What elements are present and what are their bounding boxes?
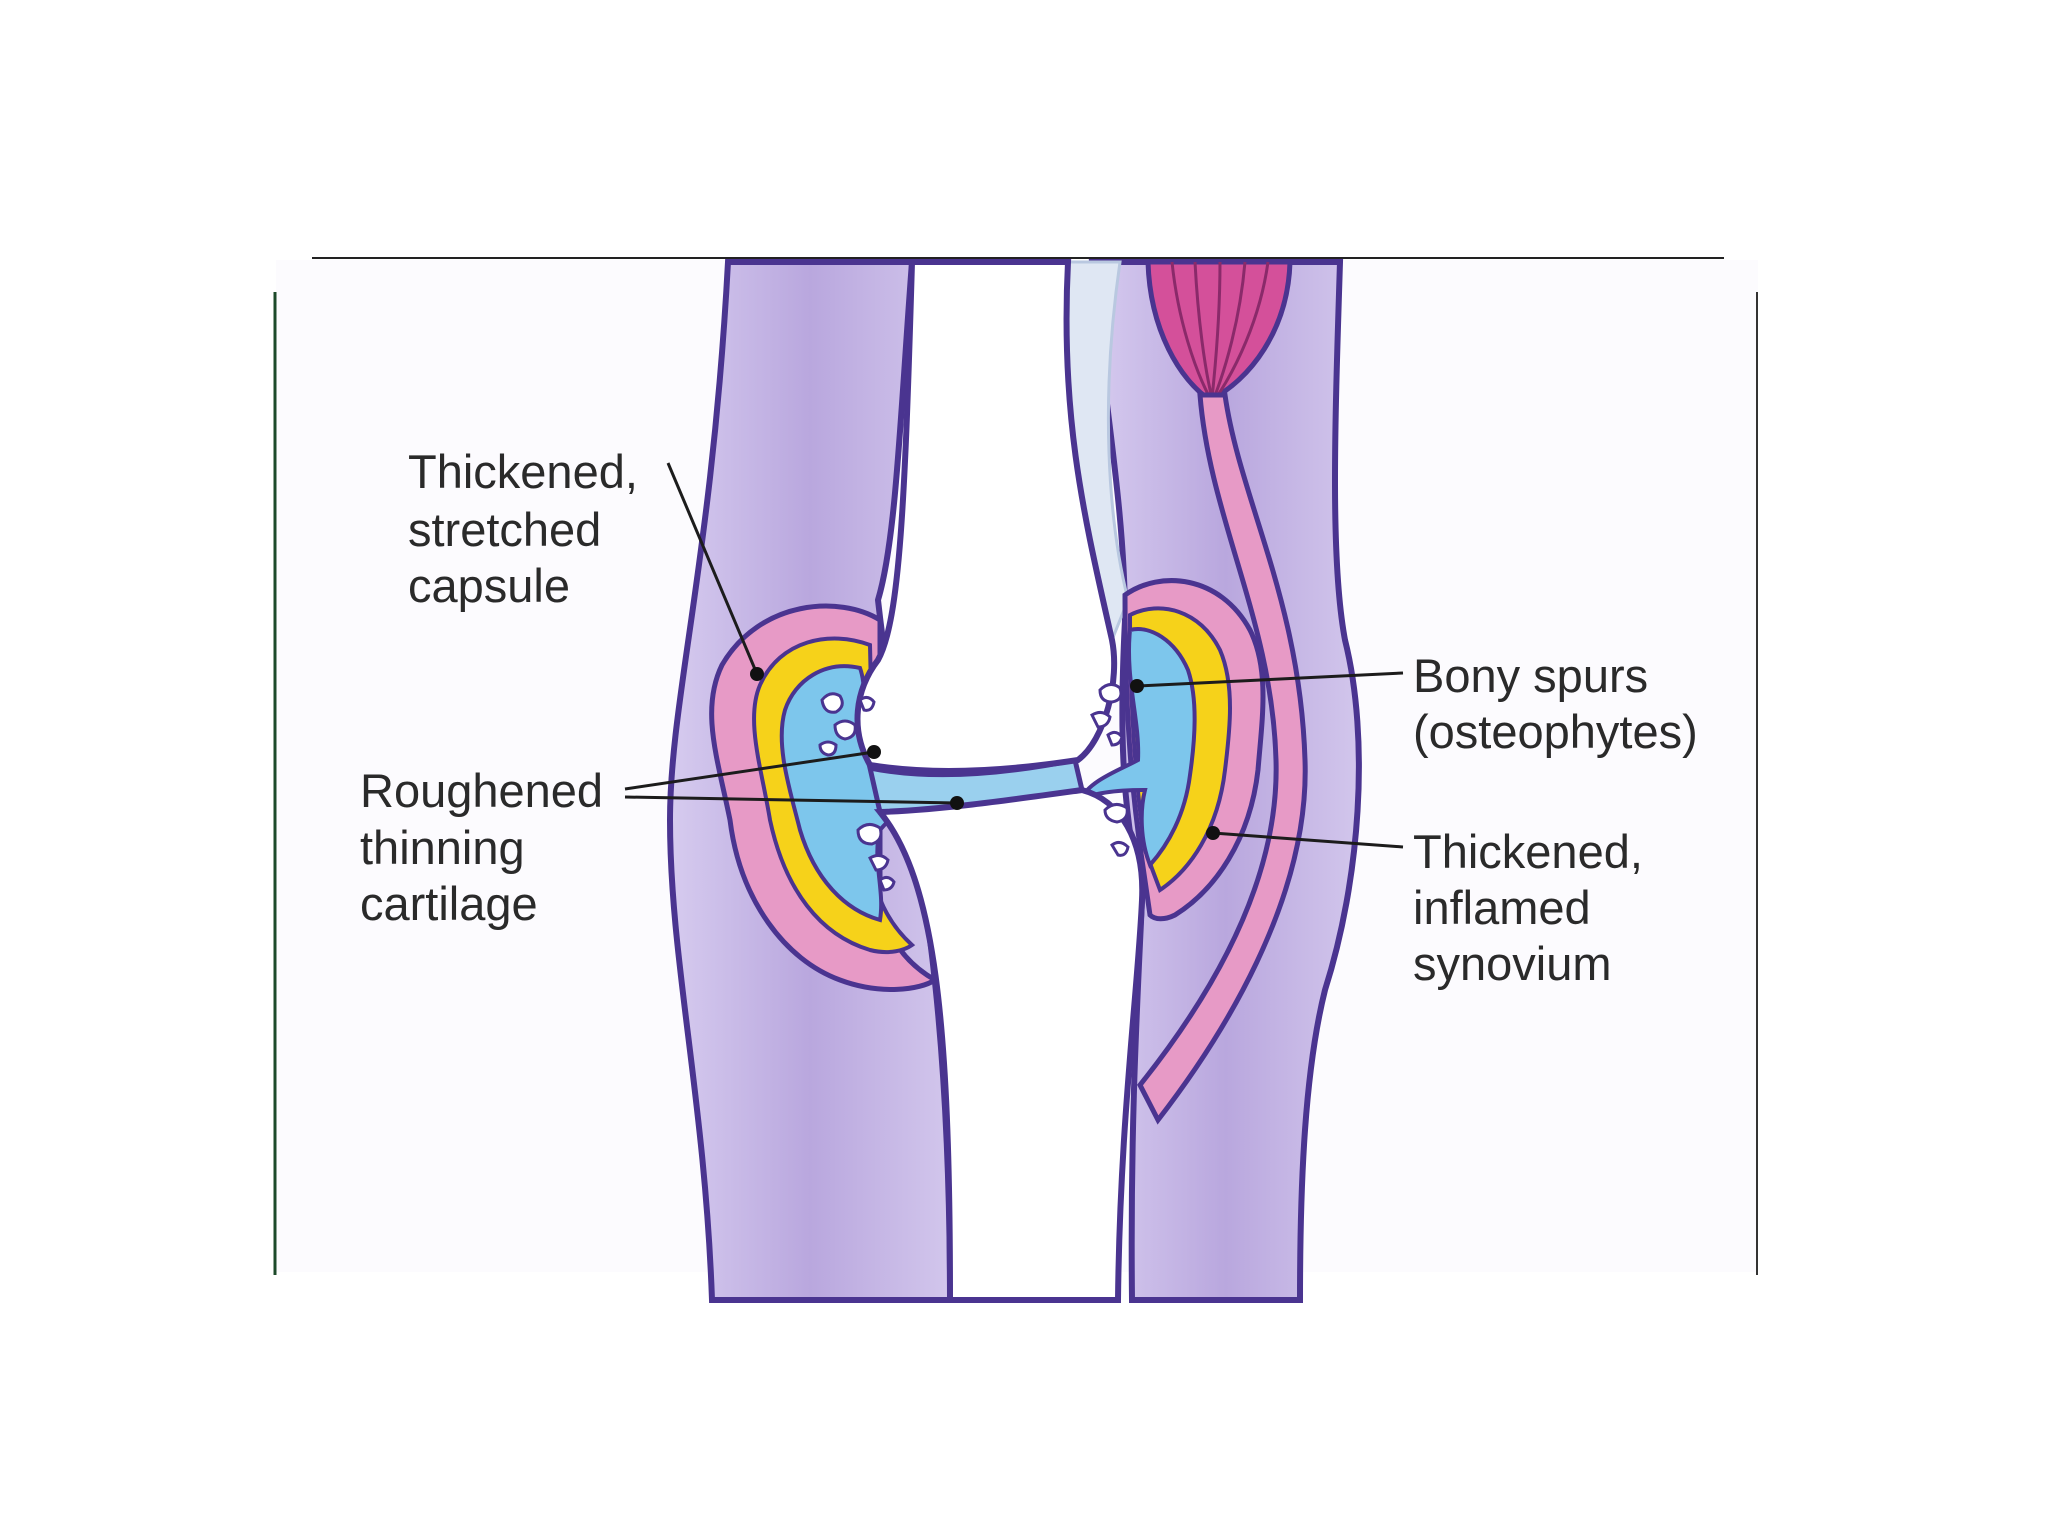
- label-synovium-line-2: inflamed: [1413, 881, 1591, 934]
- upper-bone-end: [854, 259, 1118, 775]
- lower-bone-end: [873, 786, 1146, 1303]
- leader-synovium: [1212, 831, 1404, 849]
- leader-dots: [750, 667, 1220, 840]
- label-capsule-line-2: stretched: [408, 503, 601, 556]
- bony-spur-fragments: [818, 683, 1130, 892]
- leader-cartilage-bottom: [624, 795, 958, 805]
- label-spurs: Bony spurs (osteophytes): [1413, 649, 1698, 758]
- label-synovium-line-1: Thickened,: [1413, 825, 1643, 878]
- leader-cartilage-top: [624, 750, 875, 791]
- label-spurs-line-2: (osteophytes): [1413, 705, 1698, 758]
- label-cartilage-line-1: Roughened: [360, 764, 603, 817]
- right-joint-fluid: [1075, 627, 1197, 869]
- muscle-fibers: [1170, 261, 1270, 399]
- label-spurs-line-1: Bony spurs: [1413, 649, 1648, 702]
- label-capsule: Thickened, stretched capsule: [408, 445, 651, 612]
- label-capsule-line-3: capsule: [408, 559, 570, 612]
- leader-spurs: [1136, 671, 1404, 688]
- label-cartilage-line-2: thinning: [360, 821, 525, 874]
- leader-lines: [624, 462, 1404, 849]
- label-cartilage-line-3: cartilage: [360, 877, 538, 930]
- label-capsule-line-1: Thickened,: [408, 445, 638, 498]
- tendon: [1137, 392, 1308, 1125]
- label-synovium-line-3: synovium: [1413, 937, 1612, 990]
- label-cartilage: Roughened thinning cartilage: [360, 764, 616, 930]
- label-synovium: Thickened, inflamed synovium: [1413, 825, 1656, 990]
- leader-capsule: [666, 462, 759, 675]
